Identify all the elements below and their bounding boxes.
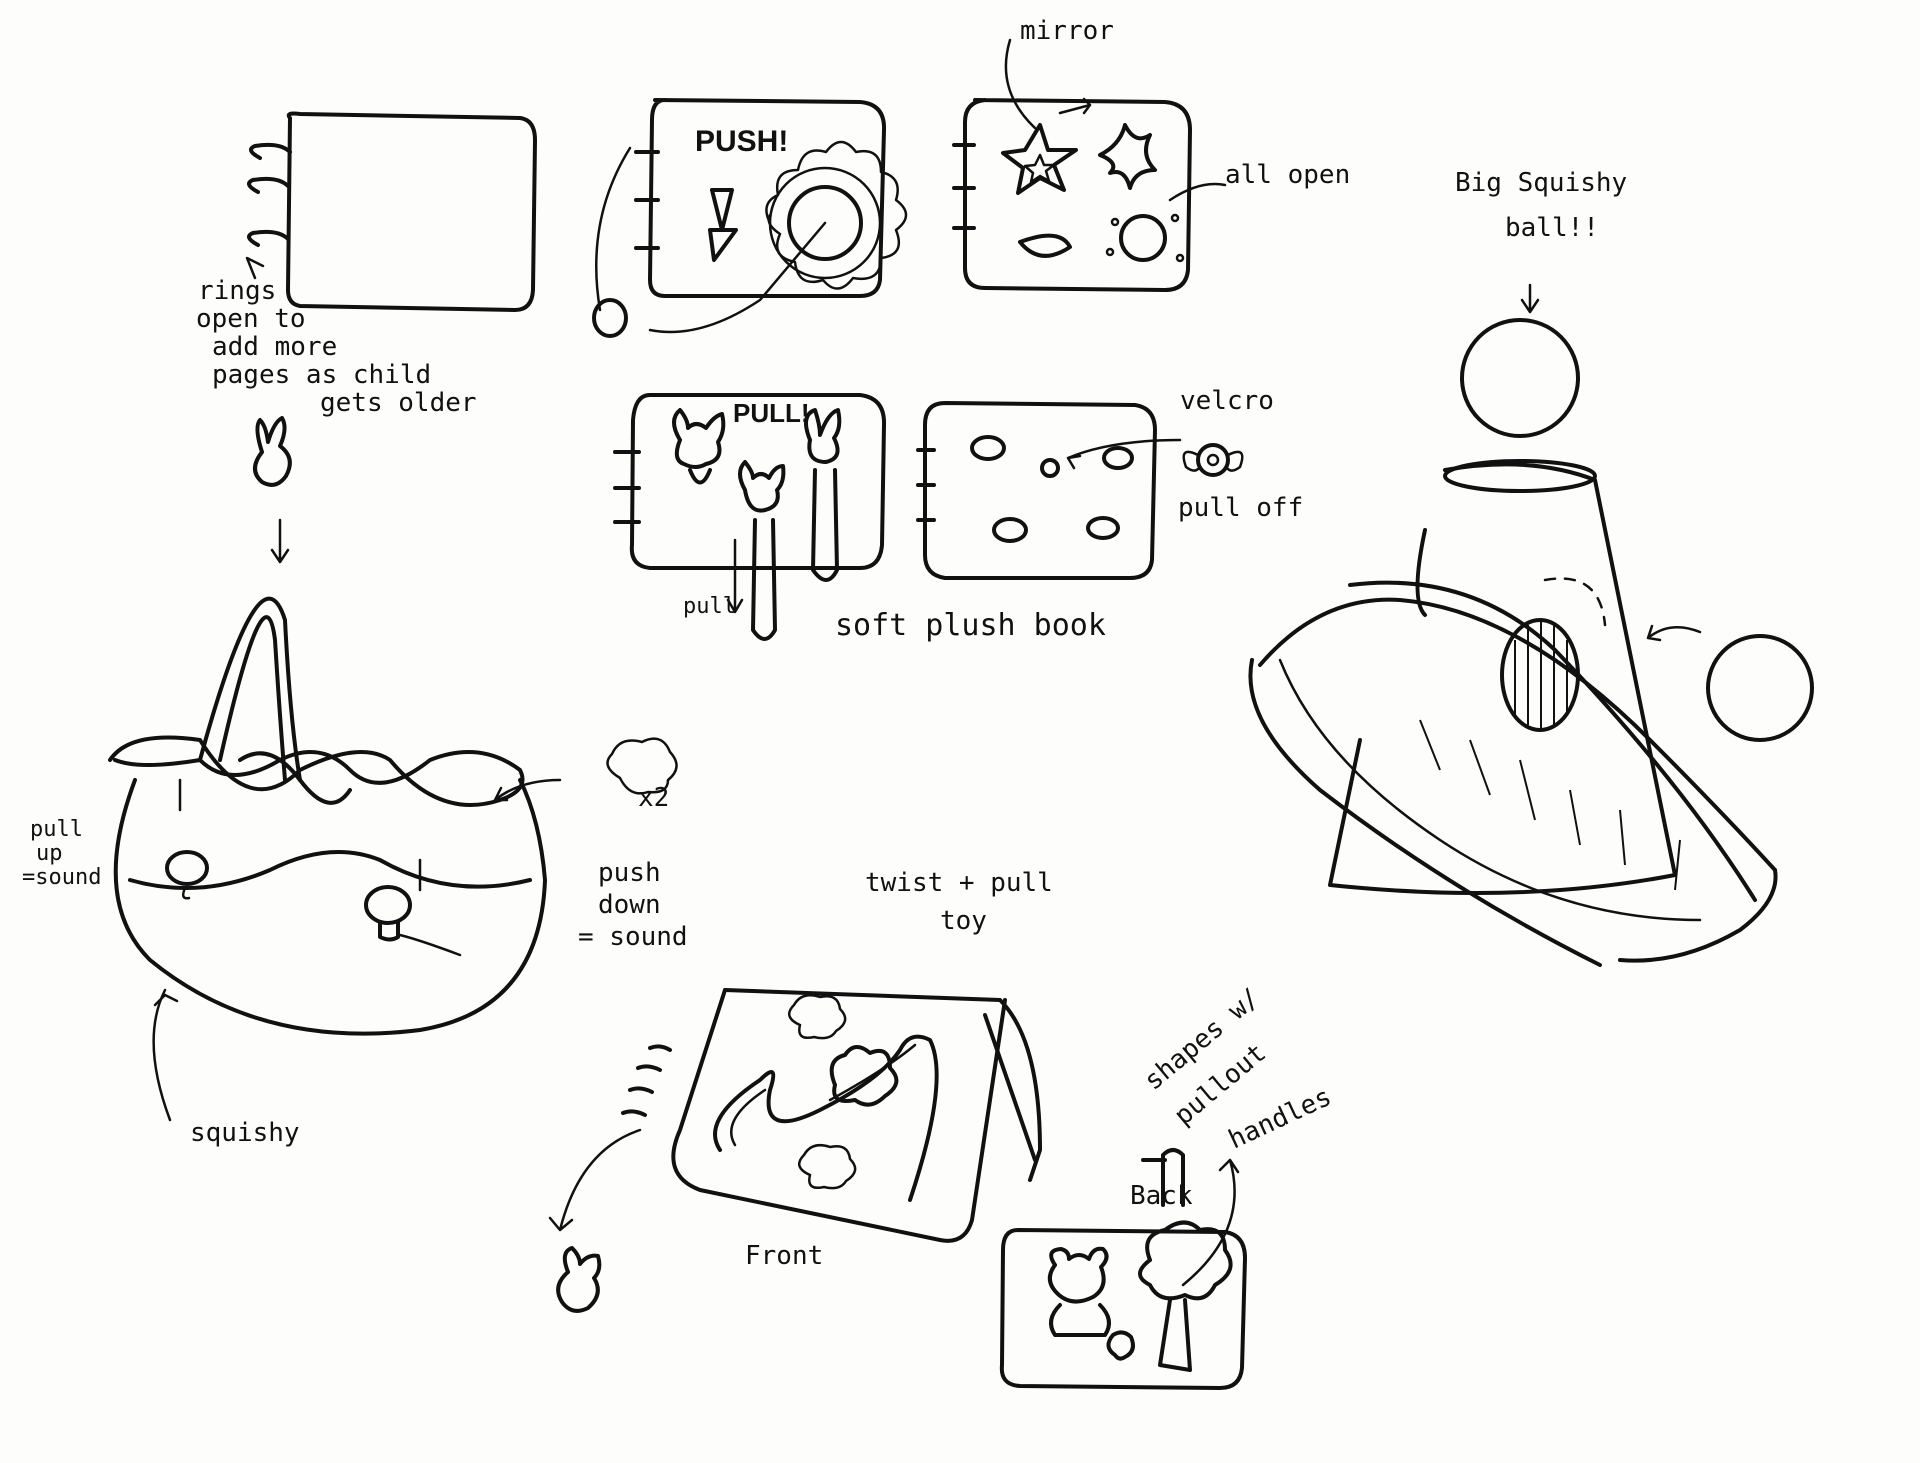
rings-note-line-3: add more — [212, 332, 338, 362]
pull-page-label: PULL! — [733, 398, 810, 428]
rings-note-line-1: rings — [198, 276, 277, 306]
front-label: Front — [745, 1241, 824, 1271]
velcro-label: velcro — [1180, 386, 1274, 416]
push-down-label-3: = sound — [578, 922, 688, 952]
push-down-label-1: push — [598, 858, 661, 888]
pull-arrow-label: pull — [683, 594, 736, 619]
ring-book-blank-page — [245, 111, 537, 312]
back-label: Back — [1130, 1181, 1193, 1211]
big-squishy-ball-label-1: Big Squishy — [1455, 168, 1628, 198]
pull-up-label-3: =sound — [22, 865, 102, 890]
twist-pull-toy — [548, 988, 1042, 1313]
ball-slide-toy — [1248, 283, 1814, 967]
squishy-label: squishy — [190, 1118, 300, 1148]
twist-pull-label-1: twist + pull — [865, 868, 1053, 898]
big-squishy-ball-label-2: ball!! — [1505, 213, 1599, 243]
all-open-label: all open — [1225, 160, 1351, 190]
pull-off-label: pull off — [1178, 493, 1304, 523]
mirror-page — [952, 38, 1227, 292]
back-board — [999, 1148, 1247, 1390]
soft-plush-book-label: soft plush book — [835, 608, 1106, 643]
pull-page — [613, 393, 887, 641]
rings-note-line-4: pages as child — [212, 360, 432, 390]
rings-note-line-5: gets older — [320, 388, 477, 418]
twist-pull-label-2: toy — [940, 906, 987, 936]
squishy-bead-maze — [108, 596, 678, 1122]
push-label: PUSH! — [695, 125, 789, 158]
push-down-label-2: down — [598, 890, 661, 920]
x2-label: x2 — [638, 783, 670, 813]
velcro-page — [916, 401, 1244, 580]
mirror-label: mirror — [1020, 16, 1114, 46]
rings-note-line-2: open to — [196, 304, 306, 334]
bunny-head — [253, 416, 292, 564]
pull-up-label-2: up — [36, 841, 63, 866]
push-page — [592, 98, 908, 338]
pull-up-label-1: pull — [30, 817, 83, 842]
